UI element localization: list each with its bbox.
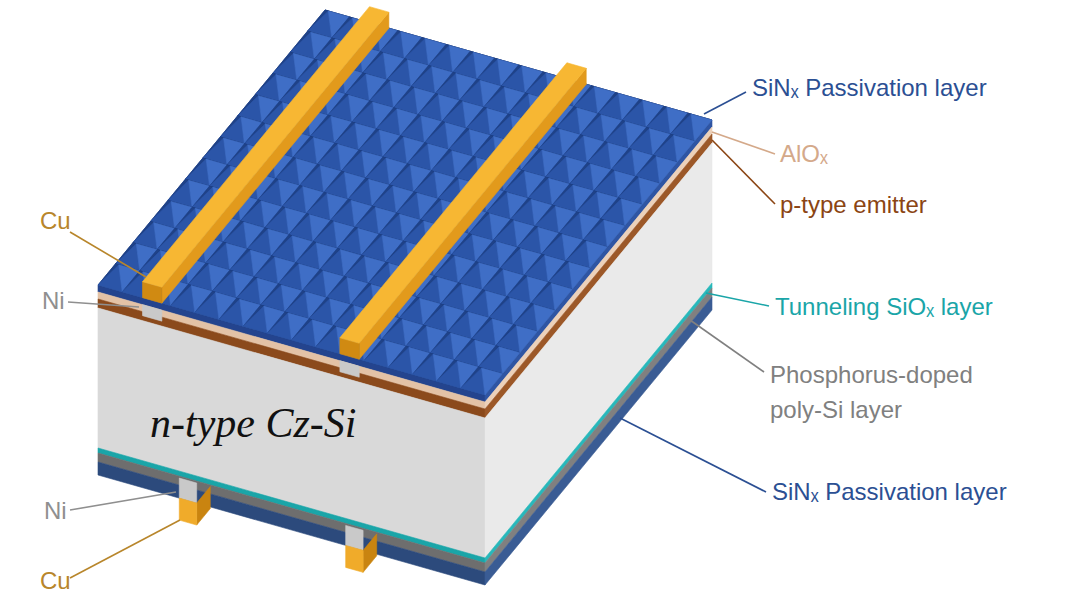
leader-line xyxy=(712,140,775,204)
cu-finger xyxy=(162,12,389,303)
pyramid-face xyxy=(195,292,219,319)
pyramid-face xyxy=(412,354,436,381)
material-label: Ni xyxy=(44,497,67,526)
pyramid-face xyxy=(517,326,538,353)
pyramid-face xyxy=(461,368,485,395)
cu-contact xyxy=(363,534,377,573)
pyramid-face xyxy=(674,135,695,162)
sinx-bottom-layer xyxy=(485,297,712,585)
cu-finger xyxy=(143,7,389,288)
poly-si-layer xyxy=(98,453,485,572)
pyramid-face xyxy=(569,262,590,289)
tunneling-oxide-layer xyxy=(485,283,712,563)
pyramid-face xyxy=(219,299,243,326)
tunneling-oxide-layer xyxy=(98,448,485,563)
ni-contact xyxy=(340,361,359,378)
leader-line xyxy=(620,418,766,492)
pyramid-face xyxy=(292,320,316,347)
leader-line xyxy=(70,520,180,578)
leader-line xyxy=(690,320,764,372)
pyramid-face xyxy=(621,199,642,226)
leader-line xyxy=(68,302,139,307)
pyramid-face xyxy=(482,368,503,395)
layer-label: Phosphorus-doped poly-Si layer xyxy=(770,358,1020,428)
pyramid-face xyxy=(243,306,267,333)
cell-body xyxy=(98,7,712,585)
ni-contact xyxy=(143,305,162,322)
pyramid-face xyxy=(586,241,607,268)
pyramid-face xyxy=(551,283,572,310)
pyramid-face xyxy=(267,313,291,340)
material-label: Cu xyxy=(40,207,71,236)
pyramid-face xyxy=(316,327,340,354)
cu-contact xyxy=(179,498,196,525)
material-label: Ni xyxy=(42,287,65,316)
pyramid-face xyxy=(639,178,660,205)
layer-label: p-type emitter xyxy=(780,191,927,220)
pyramid-face xyxy=(656,156,677,183)
leader-line xyxy=(704,92,746,114)
layer-label: SiNₓ Passivation layer xyxy=(752,74,987,103)
leader-line xyxy=(706,293,769,306)
leader-line xyxy=(70,492,176,510)
textured-surface xyxy=(98,10,712,395)
layer-label: SiNₓ Passivation layer xyxy=(772,478,1007,507)
wafer-label: n-type Cz-Si xyxy=(150,398,356,448)
pyramid-face xyxy=(604,220,625,247)
pyramid-face xyxy=(171,285,195,312)
material-label: Cu xyxy=(40,567,71,596)
sinx-bottom-layer xyxy=(98,462,485,585)
pyramid-face xyxy=(499,347,520,374)
pyramid-face xyxy=(388,347,412,374)
pyramid-face xyxy=(534,305,555,332)
pyramid-face xyxy=(691,114,712,141)
cu-contact xyxy=(197,487,211,526)
cu-finger xyxy=(340,63,586,344)
leader-lines xyxy=(68,92,775,578)
leader-line xyxy=(70,232,146,277)
layer-label: Tunneling SiOₓ layer xyxy=(775,293,993,322)
layer-label: AlOₓ xyxy=(780,140,828,169)
cu-contact xyxy=(346,545,363,572)
pyramid-face xyxy=(437,361,461,388)
cu-finger xyxy=(359,68,586,359)
pyramid-face xyxy=(98,265,122,292)
poly-si-layer xyxy=(485,288,712,572)
